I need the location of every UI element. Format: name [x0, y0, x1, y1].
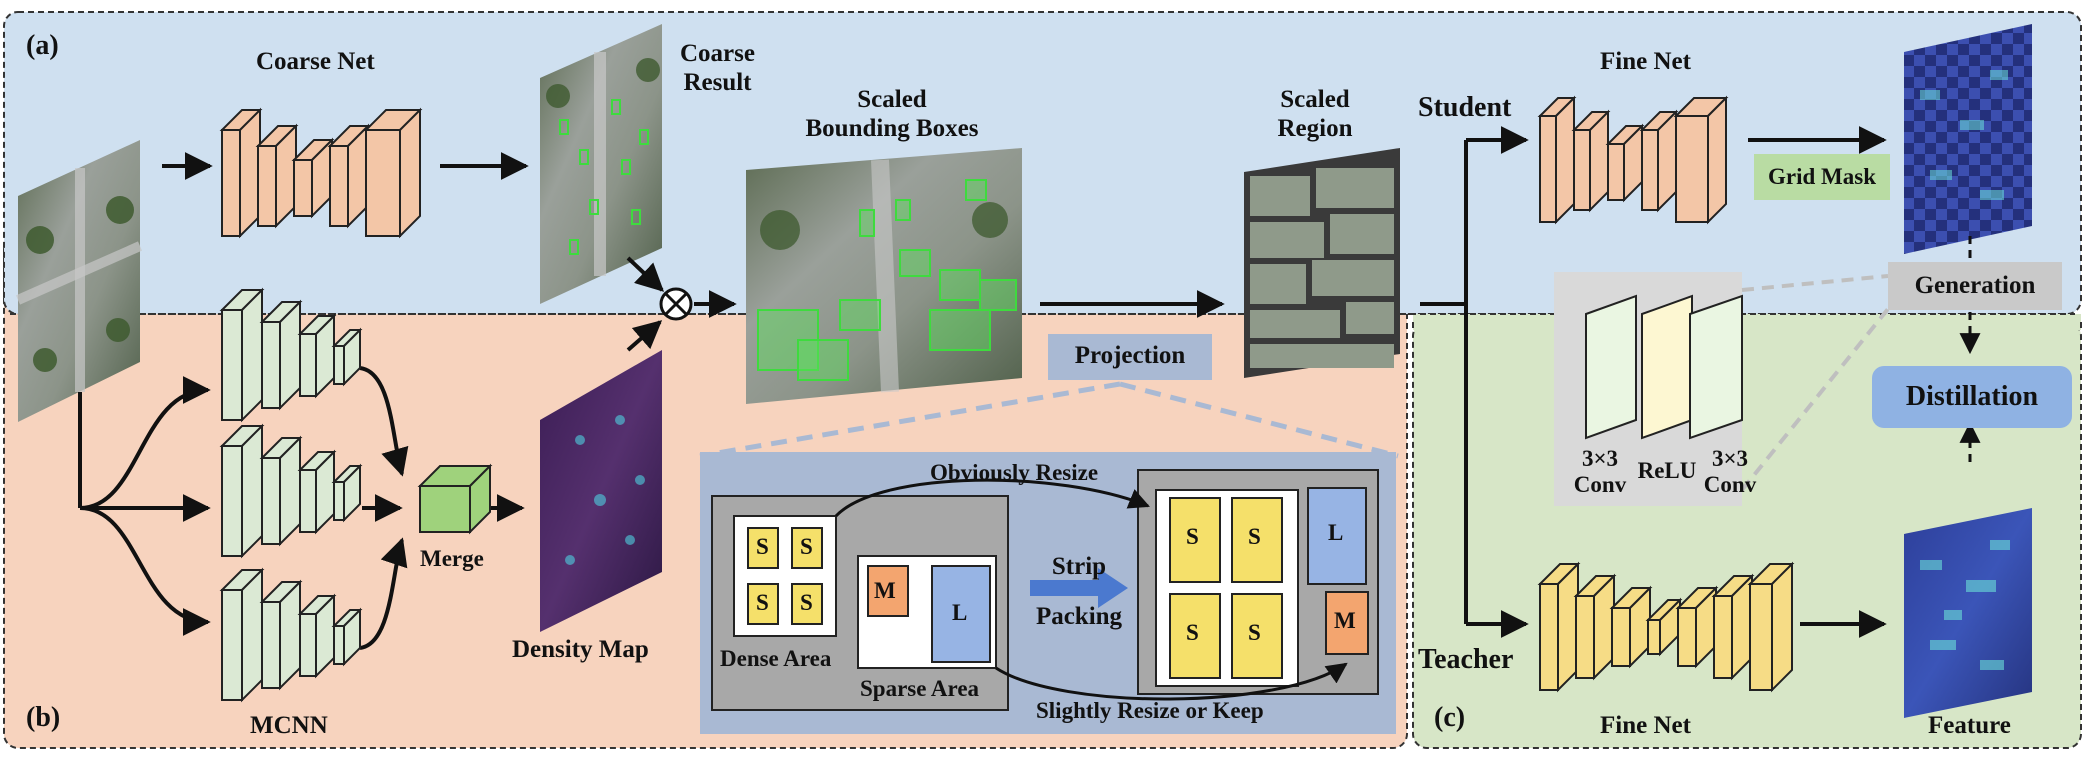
conv2-label: 3×3 Conv	[1703, 446, 1757, 498]
slightly-resize-label: Slightly Resize or Keep	[1036, 698, 1264, 723]
strip-packing-label: Strip Packing	[1035, 553, 1123, 630]
distillation-label: Distillation	[1905, 381, 2039, 412]
multiply-operator	[659, 287, 693, 321]
s-box	[747, 527, 779, 569]
m-label: M	[1334, 608, 1356, 633]
scaled-region-image	[1244, 148, 1400, 378]
s-box	[1169, 497, 1221, 583]
student-label: Student	[1418, 92, 1512, 123]
fine-net-student-label: Fine Net	[1600, 48, 1691, 75]
coarse-result-image	[540, 24, 662, 304]
s-box	[1231, 593, 1283, 679]
density-map-label: Density Map	[512, 636, 649, 663]
coarse-result-label: Coarse Result	[680, 40, 755, 96]
scaled-region-label: Scaled Region	[1277, 86, 1353, 142]
generation-badge	[1888, 262, 2062, 310]
panel-b-label: (b)	[26, 702, 61, 733]
s-label: S	[1248, 524, 1261, 549]
m-box	[867, 565, 909, 617]
l-box	[931, 565, 991, 663]
projection-badge	[1048, 334, 1212, 380]
s-box	[791, 527, 823, 569]
s-label: S	[1248, 620, 1261, 645]
strip-packing-arrow	[1030, 568, 1128, 608]
relu-label: ReLU	[1637, 458, 1697, 483]
generation-label: Generation	[1914, 272, 2036, 299]
grid-mask-label: Grid Mask	[1768, 164, 1876, 189]
panel-c-label: (c)	[1434, 702, 1466, 733]
s-box	[747, 583, 779, 625]
teacher-feature-map	[1904, 508, 2032, 718]
scaled-bounding-boxes-image	[746, 148, 1022, 404]
obviously-resize-label: Obviously Resize	[930, 460, 1099, 485]
coarse-net-label: Coarse Net	[256, 48, 375, 75]
l-label: L	[1328, 520, 1344, 545]
distillation-badge	[1872, 366, 2072, 428]
student-feature-map	[1904, 24, 2032, 254]
input-image	[15, 140, 143, 422]
s-label: S	[1186, 524, 1199, 549]
panel-a-label: (a)	[26, 30, 59, 61]
projection-label: Projection	[1074, 342, 1186, 369]
sparse-area-label: Sparse Area	[860, 676, 980, 701]
density-map-image	[540, 350, 662, 632]
panel-c-upper	[1413, 314, 2081, 330]
s-label: S	[800, 534, 813, 559]
m-box	[1325, 591, 1369, 655]
s-box	[1231, 497, 1283, 583]
grid-mask-badge	[1754, 154, 1890, 200]
projection-inset	[700, 452, 1396, 734]
s-box	[791, 583, 823, 625]
l-label: L	[952, 600, 968, 625]
fine-net-teacher-label: Fine Net	[1600, 712, 1691, 739]
s-box	[1169, 593, 1221, 679]
l-box	[1307, 487, 1367, 585]
merge-label: Merge	[420, 546, 484, 571]
feature-label: Feature	[1928, 712, 2011, 739]
s-label: S	[756, 590, 769, 615]
teacher-label: Teacher	[1418, 644, 1514, 675]
conv-inset	[1554, 272, 1743, 506]
conv1-label: 3×3 Conv	[1573, 446, 1627, 498]
teacher-fine-net-blocks	[1537, 561, 1795, 693]
student-fine-net-blocks	[1537, 95, 1729, 225]
mcnn-blocks	[219, 287, 363, 703]
merge-block	[417, 463, 493, 535]
s-label: S	[800, 590, 813, 615]
scaled-bboxes-label: Scaled Bounding Boxes	[805, 86, 979, 142]
s-label: S	[756, 534, 769, 559]
mcnn-label: MCNN	[250, 712, 328, 739]
m-label: M	[874, 578, 896, 603]
s-label: S	[1186, 620, 1199, 645]
dense-area-label: Dense Area	[720, 646, 832, 671]
coarse-net-blocks	[219, 107, 423, 239]
